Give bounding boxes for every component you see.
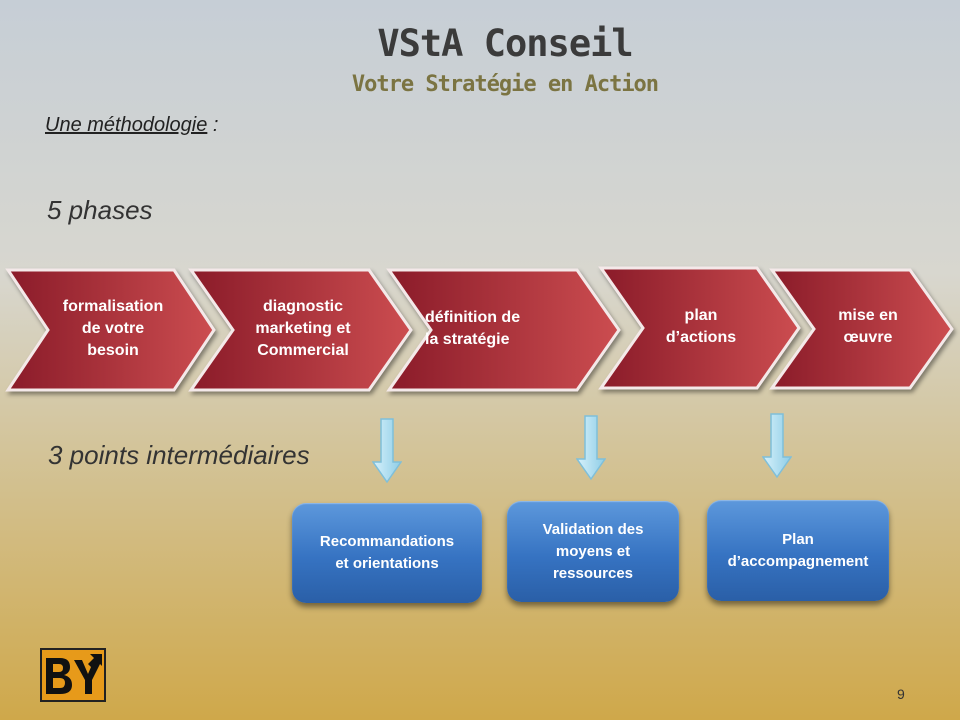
- phases-label: 5 phases: [47, 195, 153, 225]
- down-arrow-icon: [372, 418, 402, 484]
- chevron-shape: [188, 268, 413, 392]
- phase-label-3: définition de la stratégie: [425, 309, 521, 348]
- page-number: 9: [897, 686, 905, 702]
- phase-label-1: formalisation de votre besoin: [62, 298, 164, 359]
- chevron-shape: [769, 268, 954, 390]
- phase-chevron-1: formalisation de votre besoin: [5, 268, 216, 392]
- milestone-box-2: Validation des moyens et ressources: [507, 501, 679, 602]
- methodology-heading: Une méthodologie :: [45, 114, 218, 137]
- milestone-box-3: Plan d’accompagnement: [707, 500, 889, 601]
- chevron-shape: [5, 268, 216, 392]
- company-logo: [40, 648, 106, 702]
- phase-label-4: plan d’actions: [665, 307, 737, 346]
- methodology-label: Une méthodologie: [45, 114, 208, 136]
- chevron-shape: [386, 268, 621, 392]
- phase-chevron-4: plan d’actions: [598, 266, 801, 390]
- phase-label-5: mise en œuvre: [838, 307, 898, 346]
- down-arrow-icon: [576, 415, 606, 481]
- chevron-shape: [598, 266, 801, 390]
- phase-label-2: diagnostic marketing et Commercial: [255, 298, 351, 359]
- slide-subtitle: Votre Stratégie en Action: [351, 72, 659, 97]
- down-arrow-icon: [762, 413, 792, 479]
- phase-chevron-2: diagnostic marketing et Commercial: [188, 268, 413, 392]
- methodology-suffix: :: [207, 114, 219, 136]
- slide-title: VStA Conseil: [377, 22, 633, 65]
- phase-chevron-5: mise en œuvre: [769, 268, 954, 390]
- milestone-box-1: Recommandations et orientations: [292, 503, 482, 603]
- phase-chevron-3: définition de la stratégie: [386, 268, 621, 392]
- points-label: 3 points intermédiaires: [48, 440, 310, 470]
